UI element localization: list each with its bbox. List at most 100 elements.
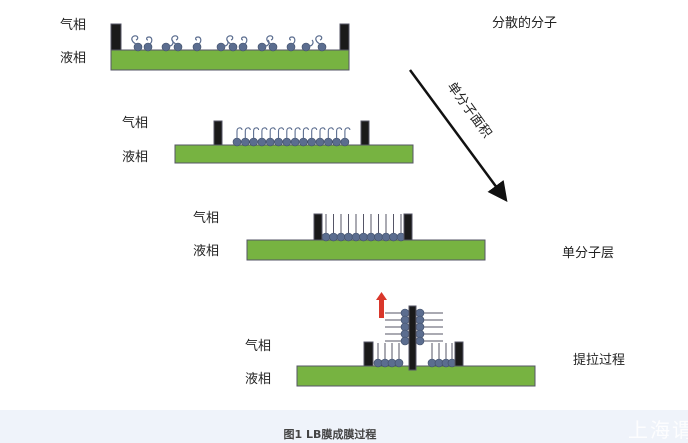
barrier-right (360, 120, 370, 146)
molecule-head (340, 137, 350, 147)
molecule-tail (327, 127, 334, 138)
gas-label: 气相 (60, 17, 86, 33)
lb-film-diagram: 气相 液相 分散的分子 单分子面积 气相 液相 气相 液相 单分子层 气相 液相 (60, 15, 625, 387)
molecule-head (317, 42, 327, 52)
barrier-left (363, 341, 374, 367)
molecule-head (192, 42, 202, 52)
molecule-tail (253, 127, 260, 138)
molecule-head (238, 42, 248, 52)
stage-dispersed-label: 分散的分子 (492, 15, 557, 31)
stage-pulling-label: 提拉过程 (573, 352, 625, 368)
molecule-head (290, 137, 300, 147)
molecule-tail (294, 127, 301, 138)
molecule-tail (311, 127, 318, 138)
molecule-head (274, 137, 283, 147)
molecule-tail (269, 127, 276, 138)
molecule-head (143, 42, 153, 52)
liquid-label: 液相 (60, 51, 86, 66)
molecule-head (241, 137, 250, 147)
molecule-head (400, 336, 410, 346)
molecule-tail (289, 36, 296, 45)
molecule-head (415, 336, 425, 346)
water-trough (110, 49, 350, 71)
stage-compress-label: 单分子面积 (444, 80, 494, 141)
molecule-head (282, 137, 292, 147)
barrier-left (110, 23, 122, 51)
liquid-label: 液相 (193, 244, 219, 259)
barrier-right (339, 23, 350, 51)
molecule-head (133, 42, 143, 52)
molecule-tail (302, 127, 309, 138)
panel-pulling: 气相 液相 提拉过程 (245, 292, 625, 387)
molecule-head (249, 137, 258, 147)
molecule-head (265, 137, 275, 147)
caption-band (0, 410, 688, 443)
barrier-right (454, 341, 464, 367)
molecule-head (336, 232, 346, 242)
pull-up-arrow-icon (376, 292, 387, 318)
molecule-head (381, 232, 391, 242)
molecule-head (257, 137, 267, 147)
molecule-tail (319, 127, 326, 138)
molecule-head (173, 42, 183, 52)
molecule-tail (195, 36, 202, 45)
watermark: 上海谓 (628, 418, 688, 442)
molecule-tail (241, 36, 248, 45)
molecule-head (351, 232, 361, 242)
liquid-label: 液相 (245, 372, 271, 387)
molecule-tail (146, 36, 153, 45)
molecule-tail (226, 35, 234, 45)
substrate-plate (408, 305, 417, 371)
molecule-tail (336, 127, 343, 138)
stage-monolayer-label: 单分子层 (562, 246, 614, 261)
compress-arrow (408, 69, 508, 203)
molecule-tail (244, 127, 251, 138)
dispersed-molecules (131, 35, 327, 52)
molecule-head (301, 42, 311, 52)
molecule-head (374, 232, 383, 242)
molecule-head (323, 137, 333, 147)
barrier-left (313, 213, 323, 241)
panel-dispersed: 气相 液相 分散的分子 (60, 15, 557, 71)
figure-caption: 图1 LB膜成膜过程 (283, 428, 377, 441)
molecule-head (216, 42, 226, 52)
gas-label: 气相 (193, 210, 219, 226)
water-trough (174, 144, 414, 164)
molecule-head (315, 137, 325, 147)
molecule-head (228, 42, 238, 52)
panel-monolayer: 气相 液相 单分子层 (193, 210, 614, 261)
molecule-head (299, 137, 308, 147)
molecule-head (389, 232, 398, 242)
molecule-head (161, 42, 171, 52)
barrier-left (213, 120, 223, 146)
molecule-head (329, 232, 338, 242)
molecule-tail (277, 127, 285, 138)
monolayer-molecules (321, 214, 406, 242)
panel-compressing: 气相 液相 (122, 115, 414, 165)
compressing-molecules (232, 127, 351, 147)
molecule-head (321, 232, 331, 242)
molecule-tail (344, 127, 351, 138)
gas-label: 气相 (122, 115, 148, 131)
molecule-head (332, 137, 341, 147)
molecule-head (307, 137, 317, 147)
molecule-tail (261, 127, 268, 138)
molecule-head (286, 42, 296, 52)
molecule-head (359, 232, 368, 242)
liquid-label: 液相 (122, 150, 148, 165)
molecule-head (366, 232, 376, 242)
molecule-head (268, 42, 278, 52)
molecule-head (232, 137, 242, 147)
gas-label: 气相 (245, 338, 271, 354)
molecule-tail (315, 35, 323, 45)
transfer-molecules (373, 308, 457, 368)
molecule-tail (286, 127, 293, 138)
molecule-tail (266, 35, 274, 45)
molecule-tail (236, 127, 243, 138)
molecule-tail (264, 39, 270, 47)
molecule-tail (171, 35, 179, 45)
barrier-right (403, 213, 413, 241)
water-trough (246, 239, 486, 261)
molecule-tail (131, 35, 139, 45)
molecule-head (257, 42, 267, 52)
